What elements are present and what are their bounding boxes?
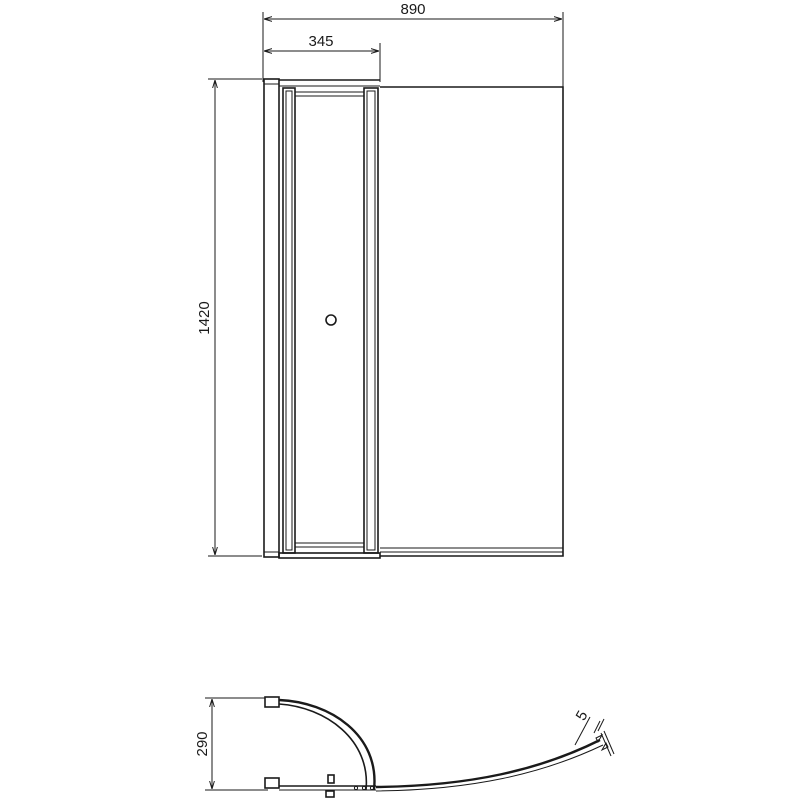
wall-brackets — [264, 696, 280, 789]
dimension-height: 1420 — [196, 78, 262, 557]
elevation-view: 890 345 1420 — [196, 1, 564, 559]
dimension-label-345: 345 — [308, 33, 333, 50]
dimension-plan-depth: 290 — [194, 697, 268, 791]
pivot-panel-frame — [278, 79, 381, 559]
dimension-overall-width: 890 — [262, 1, 564, 92]
dimension-pivot-panel-width: 345 — [264, 33, 381, 82]
dimension-label-5: 5 — [573, 708, 592, 724]
dimension-label-890: 890 — [400, 1, 425, 18]
plan-view: 290 — [194, 696, 615, 798]
fixed-glass-panel — [380, 86, 564, 557]
dimension-label-290: 290 — [194, 731, 211, 756]
dimension-label-1420: 1420 — [196, 301, 213, 334]
curved-fixed-glass — [375, 738, 604, 792]
handle-knob-icon — [325, 314, 337, 326]
wall-profile — [263, 78, 280, 558]
curved-pivot-panel — [278, 698, 376, 798]
